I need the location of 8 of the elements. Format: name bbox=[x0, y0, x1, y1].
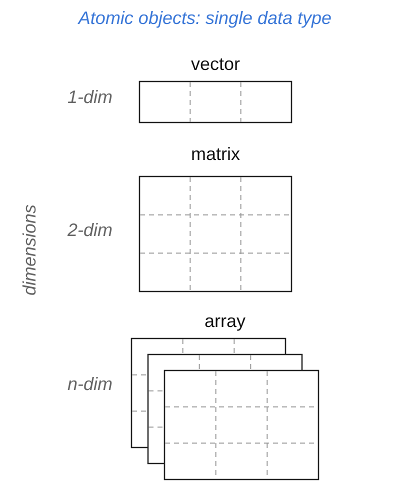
heading: array bbox=[203, 311, 246, 332]
dimension-label: n-dim bbox=[66, 374, 114, 395]
heading: vector bbox=[190, 54, 242, 75]
axis-label: dimensions bbox=[20, 204, 40, 296]
dimension-label: 2-dim bbox=[66, 220, 114, 241]
title: Atomic objects: single data type bbox=[76, 8, 333, 29]
heading: matrix bbox=[190, 144, 241, 165]
dimension-label: 1-dim bbox=[66, 87, 114, 108]
